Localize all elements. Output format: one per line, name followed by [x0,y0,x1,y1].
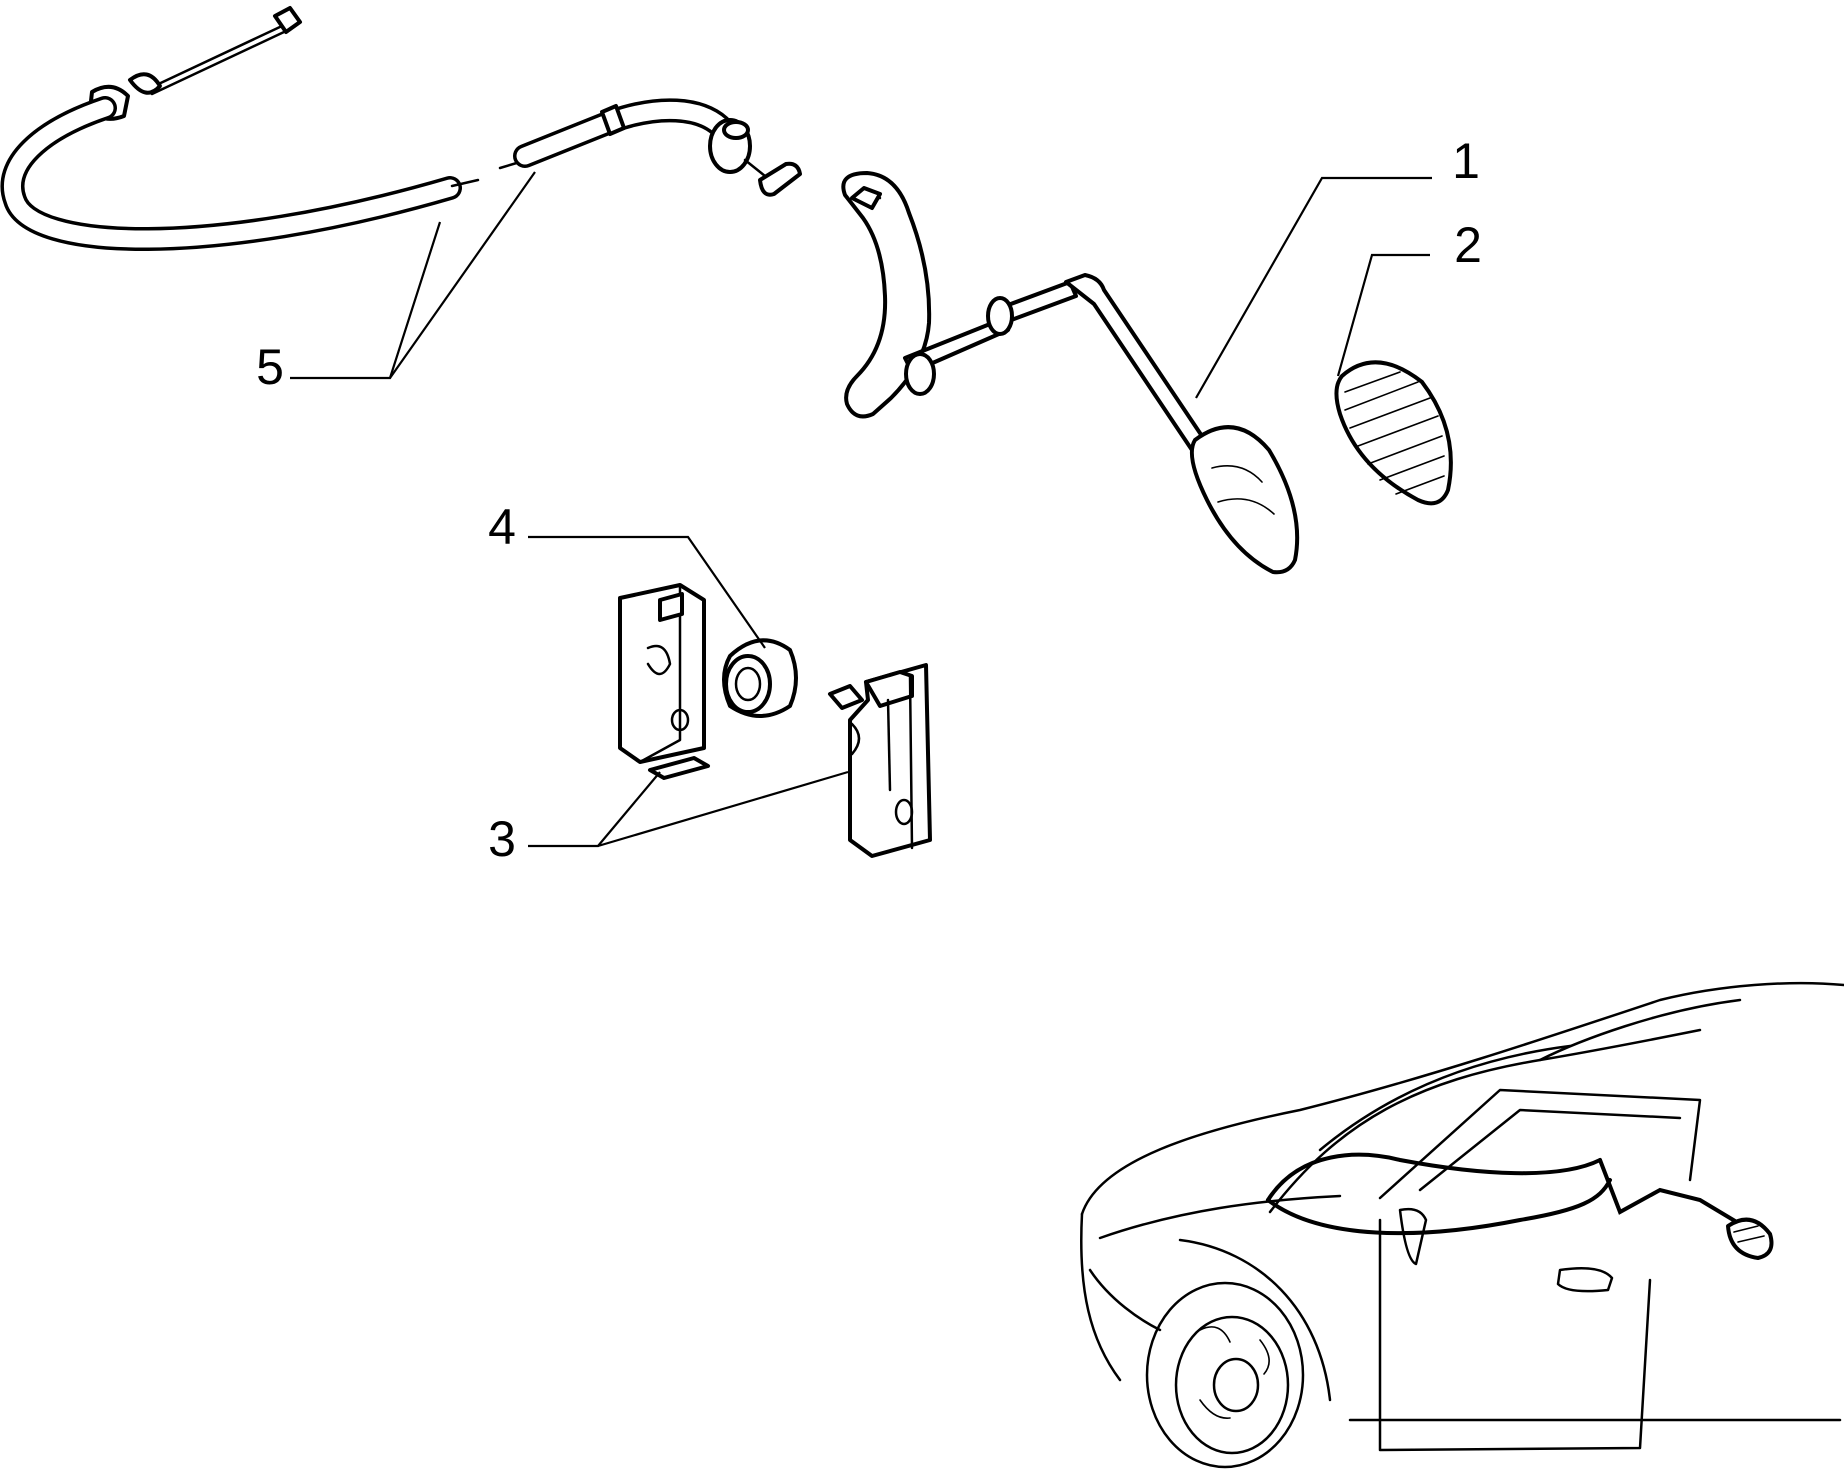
callout-1: 1 [1452,133,1480,189]
callout-3: 3 [488,811,516,867]
callout-2: 2 [1454,217,1482,273]
pedal-pad [1334,360,1453,506]
pedal-bush [722,638,798,718]
pedal-supports [618,583,932,858]
callout-4: 4 [488,499,516,555]
accelerator-cable [0,6,802,251]
accelerator-pedal [841,171,1300,575]
callout-5: 5 [256,339,284,395]
vehicle-location-inset [1080,981,1844,1469]
leader-lines [290,171,1432,848]
